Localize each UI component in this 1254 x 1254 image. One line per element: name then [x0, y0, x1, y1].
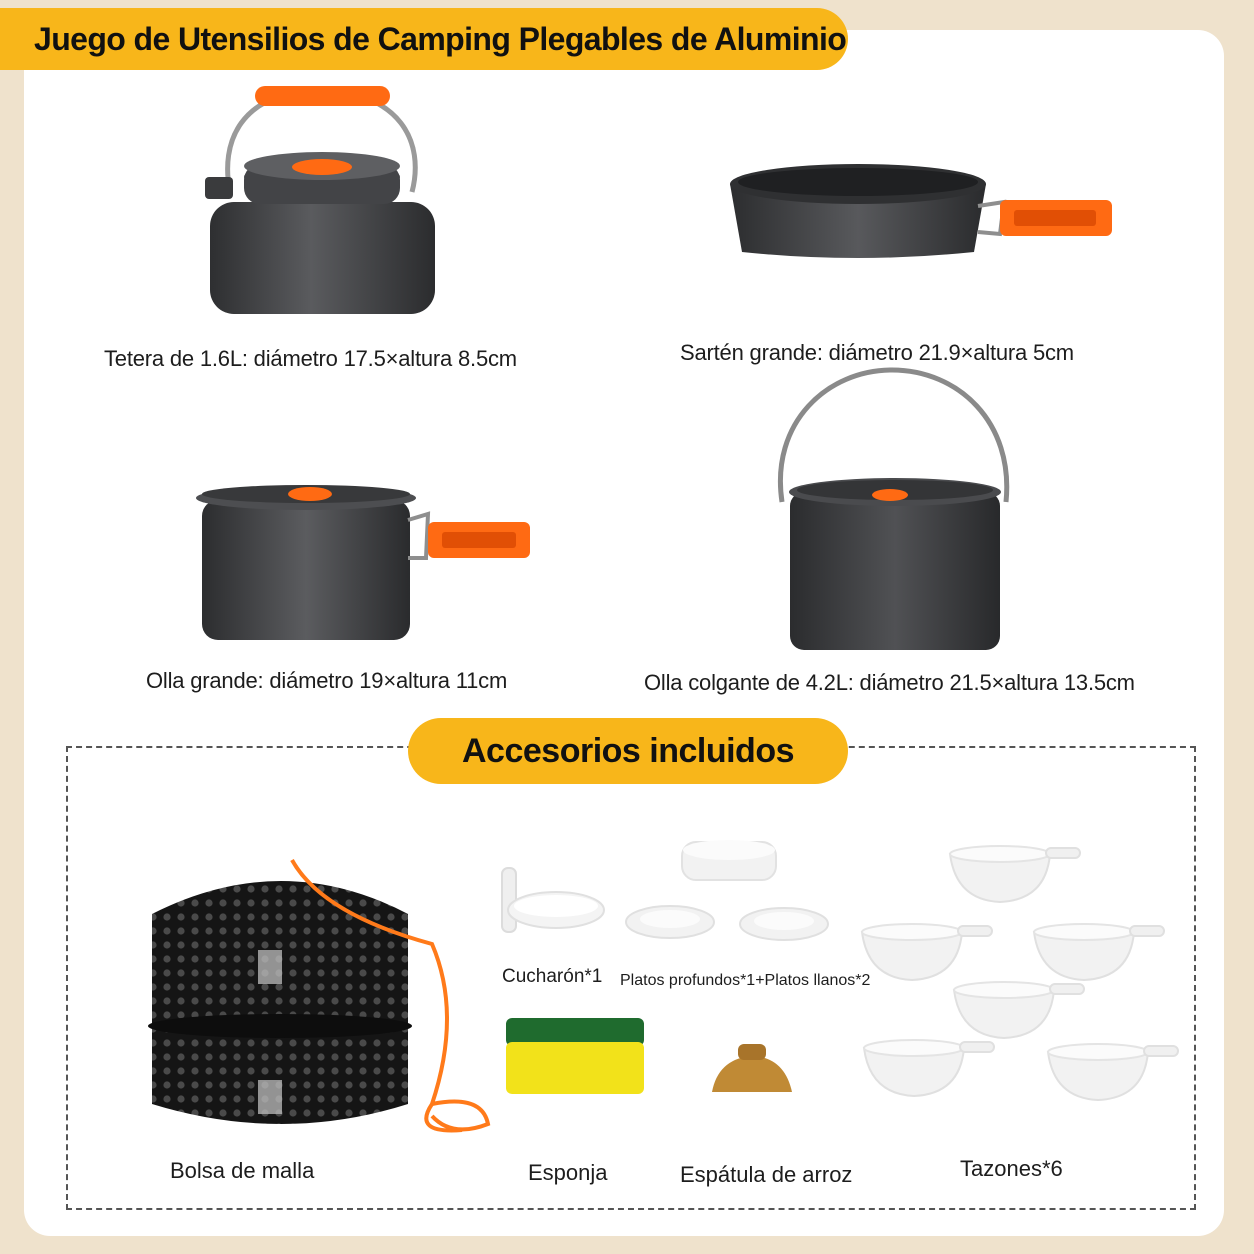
- page-title: Juego de Utensilios de Camping Plegables…: [34, 20, 847, 57]
- plates-label: Platos profundos*1+Platos llanos*2: [620, 972, 871, 989]
- ladle-label: Cucharón*1: [502, 966, 603, 987]
- sponge-image: [504, 1016, 646, 1096]
- kettle-image: [200, 82, 450, 322]
- ladle-image: [498, 866, 608, 938]
- accessories-title: Accesorios incluidos: [462, 731, 795, 770]
- hanging-pot-caption: Olla colgante de 4.2L: diámetro 21.5×alt…: [644, 670, 1135, 695]
- plates-image: [624, 838, 834, 948]
- bag-label: Bolsa de malla: [170, 1158, 315, 1183]
- sponge-label: Esponja: [528, 1160, 608, 1185]
- bowls-image: [860, 842, 1190, 1106]
- pot-image: [196, 476, 536, 646]
- title-banner: Juego de Utensilios de Camping Plegables…: [0, 8, 848, 70]
- pan-caption: Sartén grande: diámetro 21.9×altura 5cm: [680, 340, 1074, 365]
- accessories-banner: Accesorios incluidos: [408, 718, 848, 784]
- bowls-label: Tazones*6: [960, 1156, 1063, 1181]
- spatula-label: Espátula de arroz: [680, 1162, 853, 1187]
- hanging-pot-image: [768, 362, 1018, 656]
- pan-image: [728, 158, 1118, 268]
- mesh-bag-image: [132, 854, 494, 1140]
- pot-caption: Olla grande: diámetro 19×altura 11cm: [146, 668, 508, 693]
- kettle-caption: Tetera de 1.6L: diámetro 17.5×altura 8.5…: [104, 346, 517, 371]
- spatula-image: [708, 1042, 798, 1096]
